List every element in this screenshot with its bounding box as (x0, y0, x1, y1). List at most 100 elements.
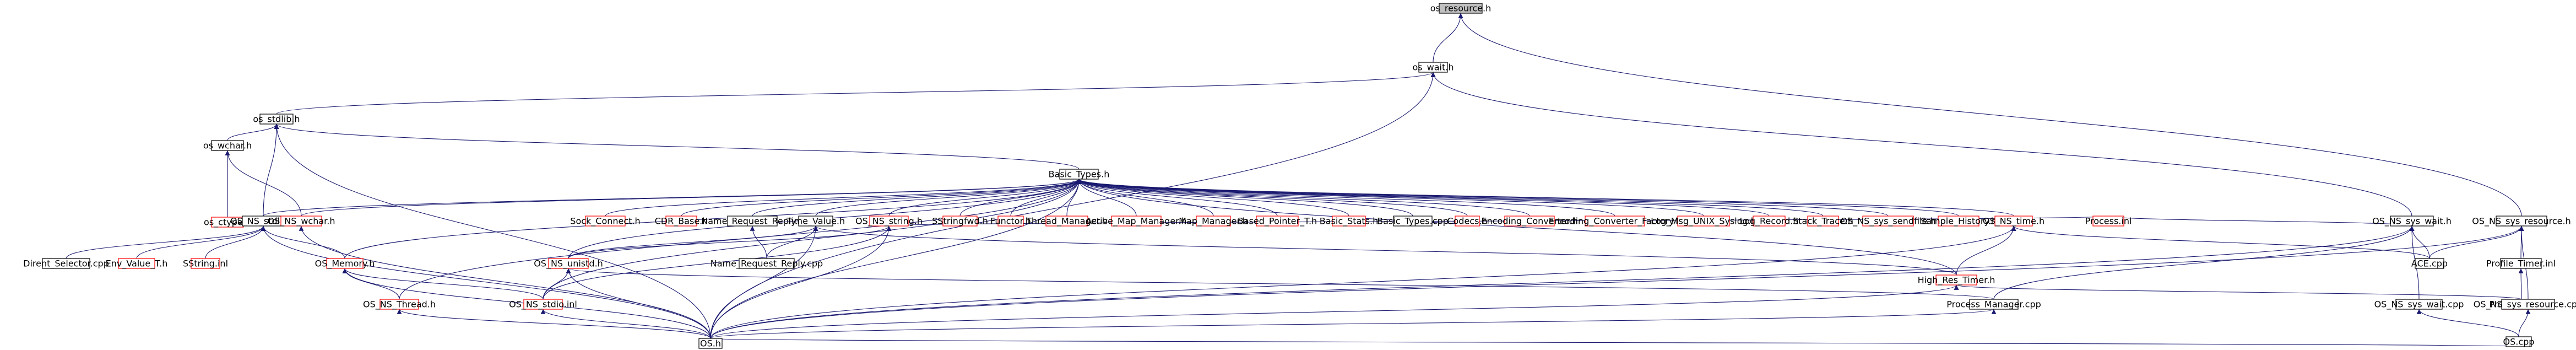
node-active-map-manager-h[interactable]: Active_Map_Manager.h (1086, 216, 1187, 227)
node-process-inl[interactable]: Process.inl (2085, 216, 2132, 227)
node-label: OS_NS_sys_sendfile.h (1840, 216, 1935, 227)
node-os-ns-wchar-h[interactable]: OS_NS_wchar.h (267, 216, 335, 227)
edge-os_ns_string_h-includes-basic_types_h (888, 179, 1082, 217)
node-box (1585, 216, 1645, 227)
node-label: Encoding_Converter_Factory.h (1549, 216, 1682, 227)
node-label: OS.cpp (2503, 337, 2535, 347)
node-label: Log_Msg_UNIX_Syslog.h (1651, 216, 1756, 227)
node-encoding-converter-h[interactable]: Encoding_Converter.h (1481, 216, 1578, 227)
node-dirent-selector-cpp[interactable]: Dirent_Selector.cpp (23, 258, 109, 270)
node-box (698, 338, 723, 349)
node-box (1196, 216, 1231, 227)
node-os-ctype-h[interactable]: os_ctype.h (204, 217, 251, 228)
node-label: High_Res_Timer.h (1918, 275, 1995, 286)
edge-os_ns_stdio_inl-includes-os_memory_h (342, 268, 544, 300)
node-thread-manager-h[interactable]: Thread_Manager.h (1026, 216, 1108, 227)
node-os-ns-sys-wait-h[interactable]: OS_NS_sys_wait.h (2372, 216, 2452, 227)
node-ace-cpp[interactable]: ACE.cpp (2411, 258, 2448, 269)
node-label: OS_NS_wchar.h (267, 216, 335, 227)
edge-name_request_reply_cpp-includes-time_value_h (766, 225, 818, 259)
node-sstringfwd-h[interactable]: SStringfwd.h (932, 216, 988, 227)
edge-os_ns_stdio_inl-includes-os_ns_string_h (543, 225, 892, 300)
node-os-ns-stdio-inl[interactable]: OS_NS_stdio.inl (509, 299, 577, 310)
edge-high_res_timer_h-includes-os_ns_time_h (1956, 225, 2016, 276)
node-box (1045, 216, 1088, 227)
node-os-ns-string-h[interactable]: OS_NS_string.h (855, 216, 923, 227)
node-cdr-base-h[interactable]: CDR_Base.h (655, 216, 708, 227)
edge-log_record_h-includes-basic_types_h (1076, 179, 1770, 217)
node-os-ns-sys-sendfile-h[interactable]: OS_NS_sys_sendfile.h (1840, 216, 1936, 227)
node-os-resource-h[interactable]: os_resource.h (1430, 3, 1492, 14)
node-label: Process_Manager.cpp (1946, 299, 2041, 310)
edge-os_ns_thread_h-includes-os_memory_h (342, 268, 400, 300)
edge-os_memory_h-includes-basic_types_h (344, 179, 1082, 259)
edge-name_request_reply_h-includes-basic_types_h (752, 179, 1082, 217)
node-label: OS_NS_string.h (855, 216, 923, 227)
node-os-ns-stdlib-h[interactable]: OS_NS_stdlib.h (230, 216, 296, 227)
node-basic-types-h[interactable]: Basic_Types.h (1049, 169, 1110, 180)
edge-based_pointer_t_h-includes-basic_types_h (1076, 179, 1278, 217)
edge-os_h-includes-os_ns_thread_h (397, 309, 711, 339)
node-box (798, 216, 833, 227)
node-os-ns-time-h[interactable]: OS_NS_time.h (1983, 216, 2044, 227)
node-os-cpp[interactable]: OS.cpp (2503, 336, 2535, 347)
node-sock-connect-h[interactable]: Sock_Connect.h (570, 216, 641, 227)
node-box (1862, 216, 1914, 227)
node-label: OS_NS_sys_resource.h (2472, 216, 2570, 227)
node-label: Based_Pointer_T.h (1238, 216, 1317, 227)
node-box (942, 216, 978, 227)
node-os-stdlib-h[interactable]: os_stdlib.h (253, 114, 300, 125)
node-os-ns-sys-wait-cpp[interactable]: OS_NS_sys_wait.cpp (2374, 299, 2464, 310)
node-label: ACE.cpp (2411, 259, 2448, 269)
node-os-ns-thread-h[interactable]: OS_NS_Thread.h (363, 299, 436, 310)
node-box (1393, 216, 1433, 227)
node-box (869, 216, 909, 227)
node-label: SString.inl (183, 259, 228, 269)
edge-os_cpp-includes-os_ns_sys_resource_cpp (2518, 309, 2531, 337)
node-time-value-h[interactable]: Time_Value.h (786, 216, 845, 227)
node-box (2092, 216, 2124, 227)
edge-stack_trace_h-includes-basic_types_h (1076, 179, 1824, 217)
node-os-memory-h[interactable]: OS_Memory.h (315, 258, 375, 270)
node-encoding-converter-factory-h[interactable]: Encoding_Converter_Factory.h (1549, 216, 1682, 227)
node-label: OS_NS_Thread.h (363, 299, 436, 310)
node-map-manager-h[interactable]: Map_Manager.h (1179, 216, 1248, 227)
node-high-res-timer-h[interactable]: High_Res_Timer.h (1918, 274, 1995, 286)
node-name-request-reply-h[interactable]: Name_Request_Reply.h (701, 216, 804, 227)
node-profile-timer-inl[interactable]: Profile_Timer.inl (2486, 258, 2556, 270)
node-process-manager-cpp[interactable]: Process_Manager.cpp (1946, 299, 2041, 310)
node-os-ns-unistd-h[interactable]: OS_NS_unistd.h (534, 258, 603, 270)
node-label: OS_NS_sys_wait.cpp (2374, 299, 2464, 310)
node-box (2496, 216, 2547, 227)
edges-layer (66, 13, 2531, 347)
edge-high_res_timer_h-includes-time_value_h (814, 225, 1957, 276)
node-sample-history-h[interactable]: Sample_History.h (1921, 216, 1997, 227)
edge-os_ns_wchar_h-includes-basic_types_h (301, 179, 1082, 217)
node-stack-trace-h[interactable]: Stack_Trace.h (1793, 216, 1853, 227)
edge-active_map_manager_h-includes-basic_types_h (1076, 179, 1137, 217)
node-os-ns-sys-resource-cpp[interactable]: OS_NS_sys_resource.cpp (2474, 299, 2576, 310)
node-log-msg-unix-syslog-h[interactable]: Log_Msg_UNIX_Syslog.h (1651, 216, 1756, 227)
node-log-record-h[interactable]: Log_Record.h (1739, 216, 1799, 227)
node-os-ns-sys-resource-h[interactable]: OS_NS_sys_resource.h (2472, 216, 2571, 227)
edge-sock_connect_h-includes-basic_types_h (605, 179, 1082, 217)
node-box (280, 216, 322, 227)
node-codecs-h[interactable]: Codecs.h (1447, 216, 1488, 227)
edge-process_manager_cpp-includes-os_ns_unistd_h (566, 268, 1994, 300)
node-label: Time_Value.h (786, 216, 845, 227)
edge-os_h-includes-high_res_timer_h (710, 284, 1959, 339)
node-basic-types-cpp[interactable]: Basic_Types.cpp (1377, 216, 1449, 227)
node-label: os_resource.h (1430, 3, 1492, 14)
node-sstring-inl[interactable]: SString.inl (183, 258, 228, 269)
node-env-value-t-h[interactable]: Env_Value_T.h (106, 258, 168, 270)
node-name-request-reply-cpp[interactable]: Name_Request_Reply.cpp (711, 258, 823, 270)
node-os-h[interactable]: OS.h (698, 338, 723, 349)
node-os-wait-h[interactable]: os_wait.h (1413, 62, 1454, 73)
node-based-pointer-t-h[interactable]: Based_Pointer_T.h (1238, 216, 1317, 227)
node-functor-h[interactable]: Functor.h (990, 216, 1031, 227)
node-basic-stats-h[interactable]: Basic_Stats.h (1320, 216, 1378, 227)
edge-basic_stats_h-includes-basic_types_h (1076, 179, 1349, 217)
node-label: Stack_Trace.h (1793, 216, 1853, 227)
node-label: os_wchar.h (203, 141, 252, 152)
node-os-wchar-h[interactable]: os_wchar.h (203, 140, 252, 152)
